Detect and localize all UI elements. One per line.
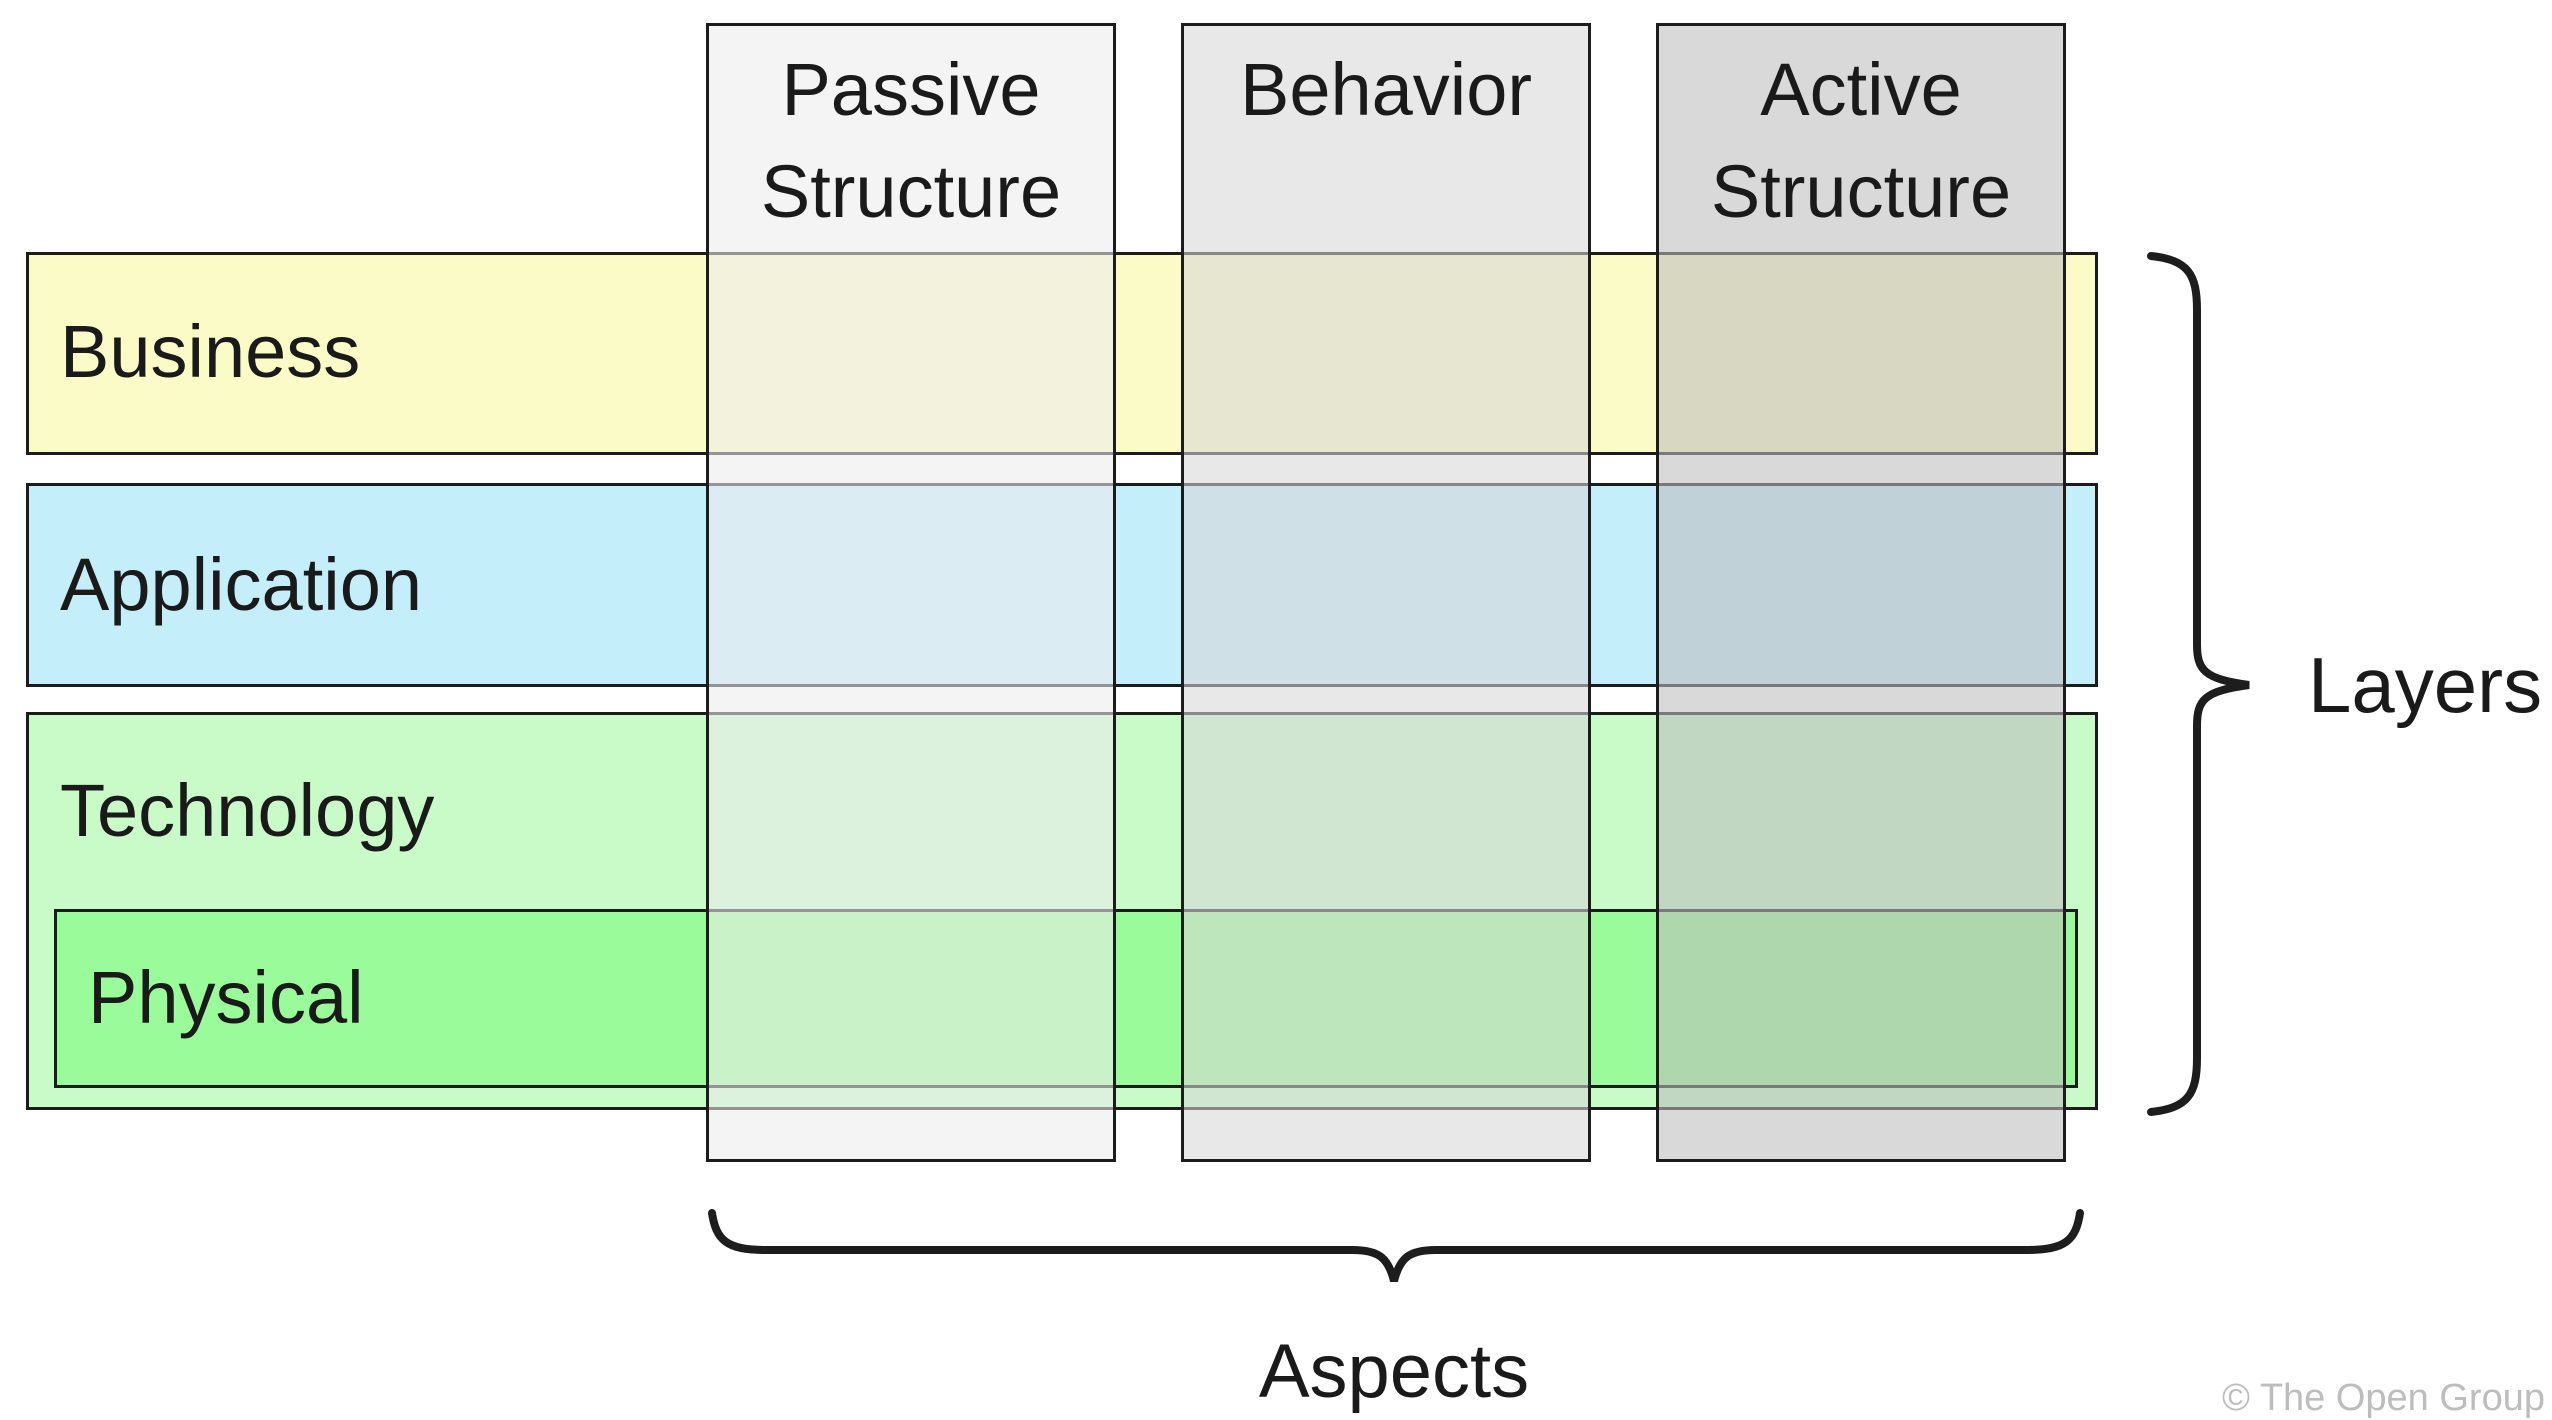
layers-label: Layers <box>2308 641 2543 729</box>
row-label-business: Business <box>60 310 361 393</box>
column-header-behavior: Behavior <box>1184 26 1588 141</box>
column-header-line: Active <box>1760 48 1962 131</box>
row-label-physical: Physical <box>88 956 364 1039</box>
aspects-brace <box>708 1209 2084 1283</box>
column-passive-structure: Passive Structure <box>706 23 1116 1162</box>
aspects-label: Aspects <box>1258 1329 1530 1414</box>
row-label-application: Application <box>60 543 423 626</box>
column-header-line: Structure <box>1710 150 2012 233</box>
copyright-text: © The Open Group <box>2221 1377 2545 1419</box>
column-active-structure: Active Structure <box>1656 23 2066 1162</box>
layers-brace <box>2147 252 2250 1116</box>
column-header-passive-structure: Passive Structure <box>709 26 1113 243</box>
row-label-technology: Technology <box>60 769 435 852</box>
column-behavior: Behavior <box>1181 23 1591 1162</box>
column-header-line: Structure <box>760 150 1062 233</box>
column-header-line: Behavior <box>1239 48 1533 131</box>
column-header-line: Passive <box>781 48 1041 131</box>
column-header-active-structure: Active Structure <box>1659 26 2063 243</box>
